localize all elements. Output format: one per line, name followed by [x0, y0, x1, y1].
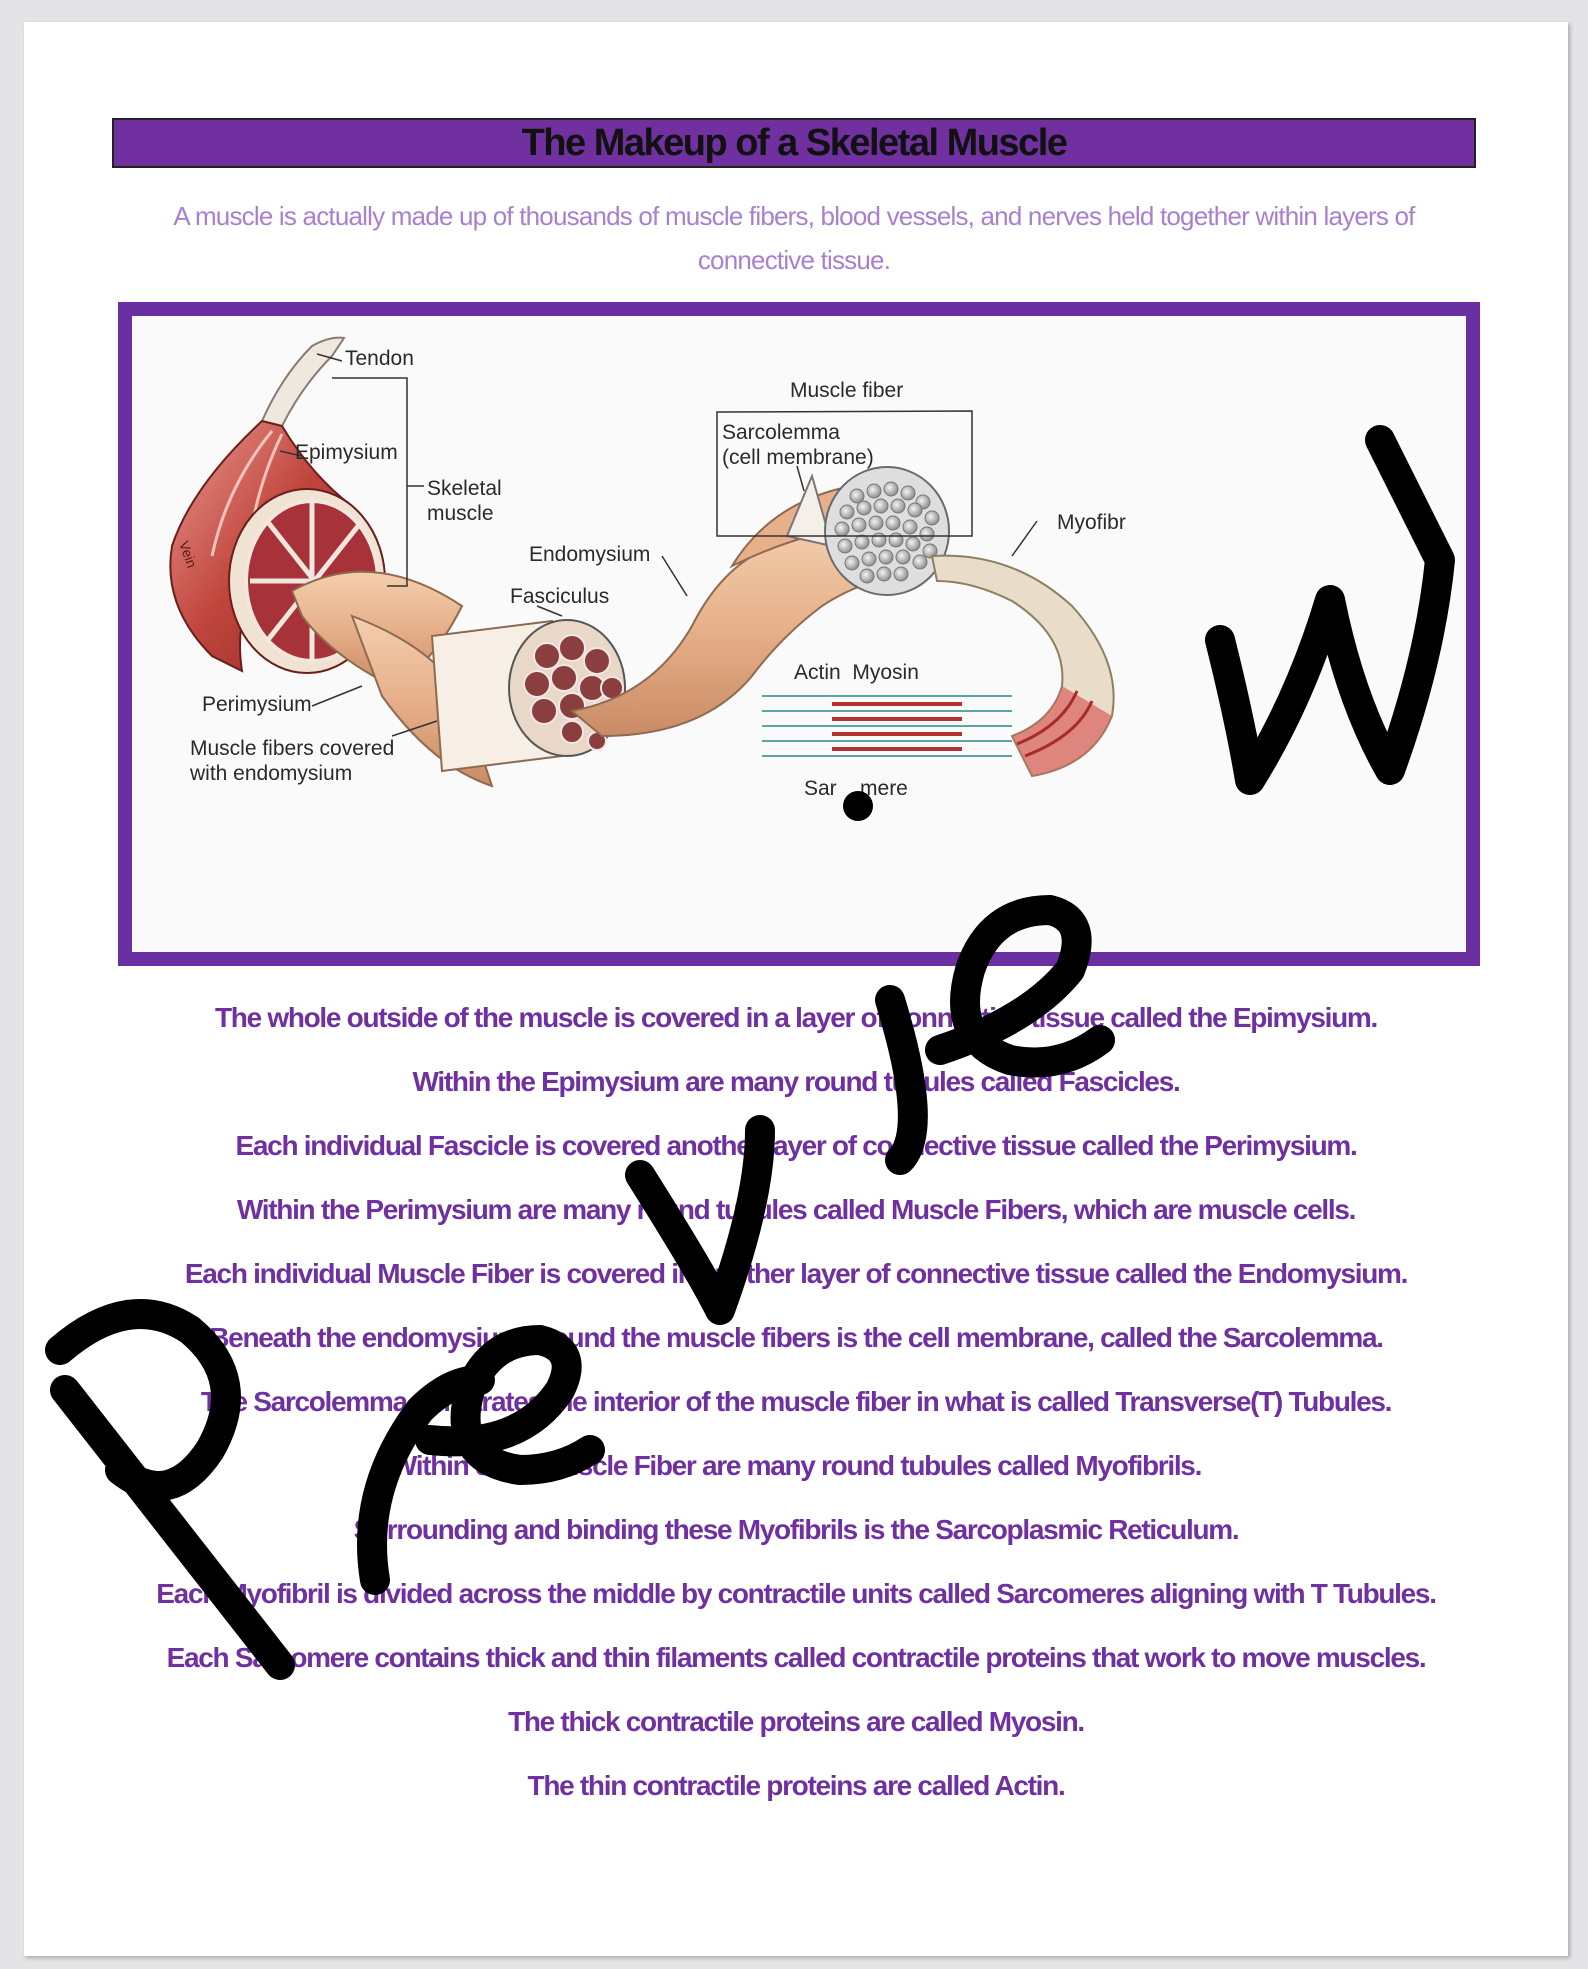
muscle-diagram: Tendon Epimysium Skeletal muscle Endomys… [132, 316, 1466, 952]
paragraph: Each Myofibril is divided across the mid… [156, 1578, 1437, 1609]
label-endomysium: Endomysium [529, 543, 651, 566]
paragraph: The thin contractile proteins are called… [527, 1770, 1066, 1801]
muscle-diagram-frame: Tendon Epimysium Skeletal muscle Endomys… [118, 302, 1480, 966]
paragraph: Within the Epimysium are many round tubu… [412, 1066, 1181, 1097]
body-paragraphs: The whole outside of the muscle is cover… [94, 986, 1498, 1818]
label-muscle-fibers-covered: Muscle fibers covered with endomysium [190, 737, 395, 785]
paragraph: Within each Muscle Fiber are many round … [390, 1450, 1202, 1481]
paragraph: Beneath the endomysium around the muscle… [209, 1322, 1384, 1353]
title-banner: The Makeup of a Skeletal Muscle [112, 118, 1476, 168]
paragraph: The Sarcolemma penetrates the interior o… [200, 1386, 1393, 1417]
label-tendon: Tendon [345, 347, 414, 370]
paragraph: Surrounding and binding these Myofibrils… [353, 1514, 1240, 1545]
label-epimysium: Epimysium [295, 441, 398, 464]
paragraph: Each Sarcomere contains thick and thin f… [166, 1642, 1427, 1673]
label-fasciculus: Fasciculus [510, 585, 610, 608]
muscle-illustration [169, 336, 1115, 788]
label-skeletal-muscle: Skeletal muscle [427, 477, 502, 525]
label-sarcomere: Sar mere [804, 777, 908, 800]
label-myofibril: Myofibr [1057, 511, 1126, 534]
paragraph: The thick contractile proteins are calle… [508, 1706, 1085, 1737]
label-perimysium: Perimysium [202, 693, 312, 716]
document-title: The Makeup of a Skeletal Muscle [521, 121, 1068, 164]
paragraph: Each individual Fascicle is covered anot… [235, 1130, 1358, 1161]
document-subtitle: A muscle is actually made up of thousand… [173, 201, 1415, 275]
label-sarcolemma: Sarcolemma (cell membrane) [722, 421, 874, 469]
label-muscle-fiber: Muscle fiber [790, 379, 904, 402]
paragraph: Each individual Muscle Fiber is covered … [184, 1258, 1408, 1289]
document-page: The Makeup of a Skeletal Muscle A muscle… [24, 22, 1568, 1956]
paragraph: The whole outside of the muscle is cover… [214, 1002, 1378, 1033]
label-actin-myosin: Actin Myosin [794, 661, 919, 684]
paragraph: Within the Perimysium are many round tub… [236, 1194, 1357, 1225]
